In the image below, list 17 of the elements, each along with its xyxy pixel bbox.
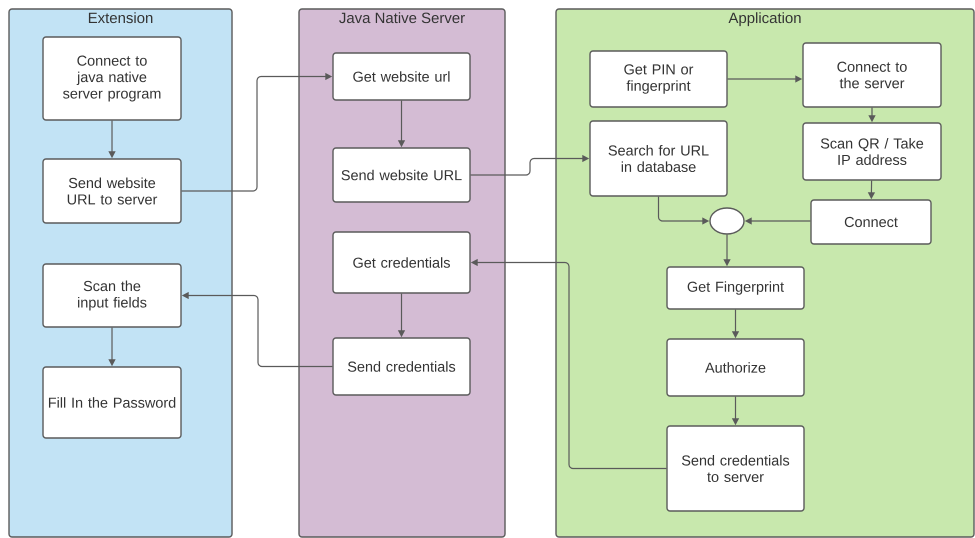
process-box: Get website url xyxy=(332,52,471,101)
process-box: Connect to java native server program xyxy=(42,36,182,121)
process-box: Send website URL xyxy=(332,147,471,203)
junction-circle xyxy=(709,207,745,235)
process-box: Get Fingerprint xyxy=(666,266,805,310)
process-box: Authorize xyxy=(666,338,805,397)
process-box: Connect xyxy=(810,199,932,245)
process-box: Search for URL in database xyxy=(589,120,728,197)
process-box: Connect to the server xyxy=(802,42,942,108)
process-box: Get credentials xyxy=(332,231,471,294)
process-box: Get PIN or fingerprint xyxy=(589,50,728,108)
process-box: Send credentials xyxy=(332,337,471,396)
process-box: Send website URL to server xyxy=(42,158,182,224)
process-box: Fill In the Password xyxy=(42,366,182,439)
process-box: Send credentials to server xyxy=(666,425,805,512)
process-box: Scan QR / Take IP address xyxy=(802,122,942,181)
process-box: Scan the input fields xyxy=(42,263,182,328)
